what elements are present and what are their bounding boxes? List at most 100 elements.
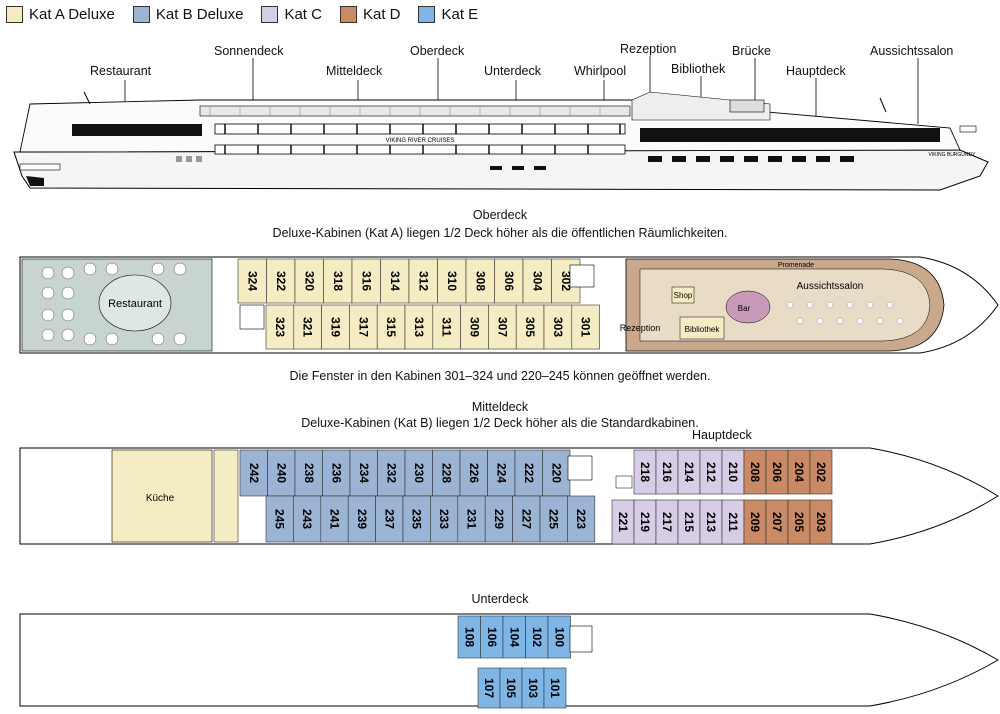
cabin-number-307: 307 <box>495 317 509 337</box>
legend: Kat A Deluxe Kat B Deluxe Kat C Kat D Ka… <box>6 2 496 26</box>
cabin-number-239: 239 <box>355 509 369 529</box>
cabin-310 <box>437 258 467 304</box>
label-mitteldeck: Mitteldeck <box>326 64 383 78</box>
cabin-number-210: 210 <box>726 462 740 482</box>
cabin-number-103: 103 <box>526 678 540 698</box>
shop-label: Shop <box>674 291 693 300</box>
cabin-number-218: 218 <box>638 462 652 482</box>
cabin-number-316: 316 <box>359 271 373 291</box>
rezeption-label: Rezeption <box>620 323 661 333</box>
cabin-229 <box>484 495 513 543</box>
cabin-number-222: 222 <box>522 463 536 483</box>
cabin-number-227: 227 <box>519 509 533 529</box>
cabin-number-102: 102 <box>530 627 544 647</box>
label-oberdeck: Oberdeck <box>410 44 465 58</box>
cabin-number-235: 235 <box>410 509 424 529</box>
cabin-number-202: 202 <box>814 462 828 482</box>
cabin-number-212: 212 <box>704 462 718 482</box>
cabin-number-208: 208 <box>748 462 762 482</box>
cabin-number-309: 309 <box>468 317 482 337</box>
cabin-305 <box>515 304 545 350</box>
label-unterdeck: Unterdeck <box>484 64 541 78</box>
cabin-number-310: 310 <box>445 271 459 291</box>
ship-profile: VIKING RIVER CRUISES VIKING BURGUNDY <box>13 56 989 191</box>
cabin-number-315: 315 <box>384 317 398 337</box>
hull-text: VIKING RIVER CRUISES <box>386 138 455 144</box>
cabin-240 <box>267 449 296 497</box>
cabin-number-230: 230 <box>412 463 426 483</box>
cabin-311 <box>432 304 461 350</box>
cabin-number-229: 229 <box>492 509 506 529</box>
cabin-301 <box>571 304 600 350</box>
legend-item-kat-b: Kat B Deluxe <box>132 5 243 23</box>
cabin-241 <box>320 495 349 543</box>
cabin-number-223: 223 <box>574 509 588 529</box>
cabin-308 <box>465 258 495 304</box>
cabin-number-323: 323 <box>273 317 287 337</box>
cabin-number-237: 237 <box>382 509 396 529</box>
label-restaurant: Restaurant <box>90 64 152 78</box>
cabin-number-231: 231 <box>465 509 479 529</box>
cabin-number-219: 219 <box>638 512 652 532</box>
cabin-number-313: 313 <box>412 317 426 337</box>
cabin-323 <box>265 304 295 350</box>
cabin-number-213: 213 <box>704 512 718 532</box>
label-bibliothek: Bibliothek <box>671 62 726 76</box>
cabin-230 <box>404 449 433 497</box>
restaurant-label: Restaurant <box>108 298 162 310</box>
cabin-239 <box>347 495 376 543</box>
cabin-number-240: 240 <box>274 463 288 483</box>
hauptdeck-title: Hauptdeck <box>692 428 752 442</box>
cabin-222 <box>514 449 543 497</box>
cabin-303 <box>543 304 573 350</box>
cabin-237 <box>375 495 404 543</box>
cabin-number-234: 234 <box>357 463 371 483</box>
oberdeck-title: Oberdeck <box>472 208 528 222</box>
cabin-227 <box>512 495 541 543</box>
legend-label-kat-a: Kat A Deluxe <box>29 5 115 23</box>
cabin-307 <box>488 304 517 350</box>
label-sonnendeck: Sonnendeck <box>214 44 284 58</box>
cabin-101 <box>543 667 567 709</box>
cabin-233 <box>430 495 459 543</box>
label-rezeption: Rezeption <box>620 42 677 56</box>
cabin-number-226: 226 <box>467 463 481 483</box>
cabin-number-317: 317 <box>356 317 370 337</box>
cabin-number-245: 245 <box>273 509 287 529</box>
cabin-number-104: 104 <box>507 627 521 647</box>
cabin-number-236: 236 <box>329 463 343 483</box>
cabin-number-243: 243 <box>300 509 314 529</box>
aussichtssalon-label: Aussichtssalon <box>797 281 864 292</box>
cabin-number-207: 207 <box>770 512 784 532</box>
cabin-number-215: 215 <box>682 512 696 532</box>
cabin-number-238: 238 <box>302 463 316 483</box>
cabin-number-100: 100 <box>552 627 566 647</box>
mitteldeck-subtitle: Deluxe-Kabinen (Kat B) liegen 1/2 Deck h… <box>301 416 699 430</box>
cabin-number-106: 106 <box>485 627 499 647</box>
legend-item-kat-e: Kat E <box>418 5 479 23</box>
mitteldeck-title: Mitteldeck <box>471 400 529 414</box>
cabin-202 <box>809 449 833 495</box>
cabin-number-312: 312 <box>416 271 430 291</box>
cabin-number-318: 318 <box>331 271 345 291</box>
legend-label-kat-e: Kat E <box>441 5 479 23</box>
cabin-number-206: 206 <box>770 462 784 482</box>
cabin-315 <box>376 304 406 350</box>
label-whirlpool: Whirlpool <box>574 64 627 78</box>
cabin-number-324: 324 <box>245 271 259 291</box>
cabin-number-107: 107 <box>482 678 496 698</box>
cabin-number-319: 319 <box>329 317 343 337</box>
cabin-number-305: 305 <box>523 317 537 337</box>
cabin-320 <box>294 258 324 304</box>
unterdeck-title: Unterdeck <box>471 592 529 606</box>
cabin-number-311: 311 <box>440 317 454 337</box>
label-hauptdeck: Hauptdeck <box>786 64 846 78</box>
legend-label-kat-d: Kat D <box>362 5 401 23</box>
ship-name: VIKING BURGUNDY <box>929 152 977 158</box>
